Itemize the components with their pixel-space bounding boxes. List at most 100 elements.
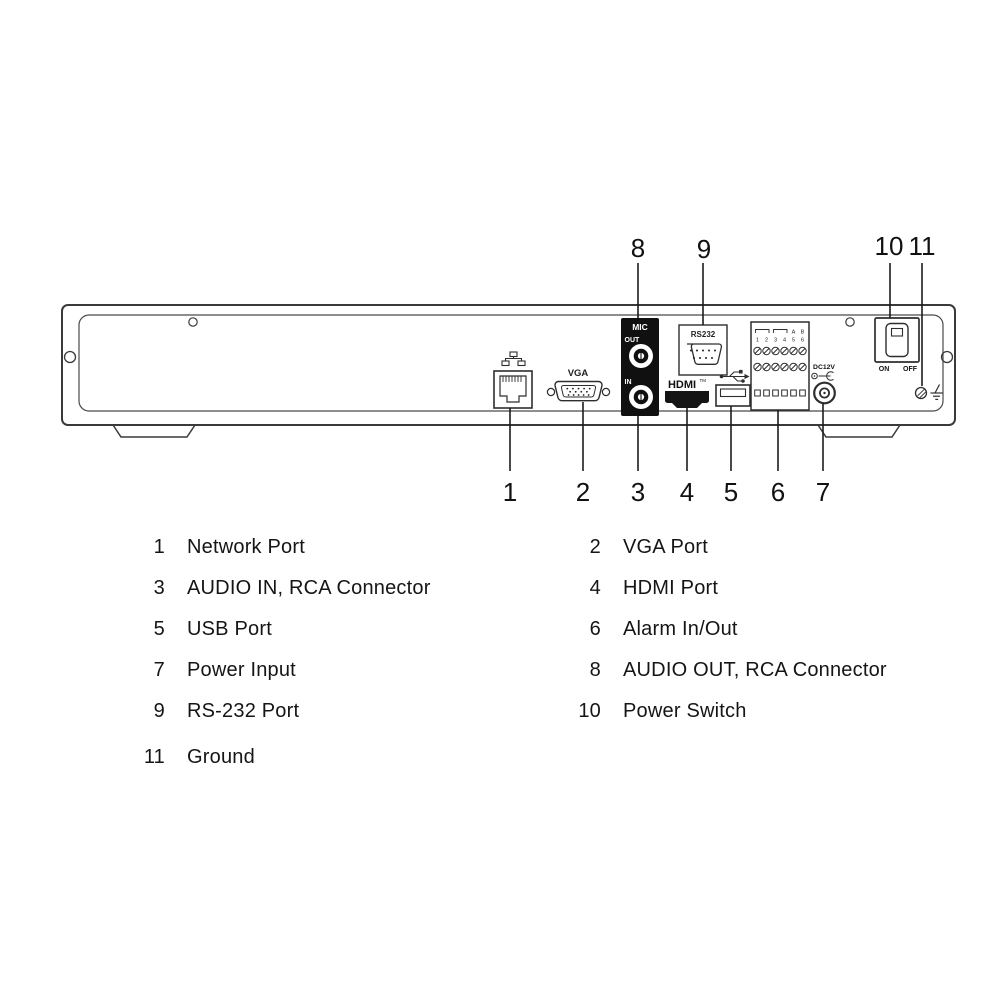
callout-number-3: 3 [631, 477, 645, 507]
callout-number-11: 11 [909, 231, 936, 261]
on-label: ON [879, 366, 890, 373]
callout-number-9: 9 [697, 234, 711, 264]
legend-item-label: RS-232 Port [187, 700, 300, 722]
legend-row: 3 AUDIO IN, RCA Connector 4 HDMI Port [125, 568, 925, 609]
switch-rocker [885, 322, 909, 358]
callout-number-10: 10 [875, 231, 904, 261]
rj45-opening [499, 375, 527, 403]
legend-item-label: AUDIO IN, RCA Connector [187, 577, 431, 599]
rs232-shell [687, 343, 723, 365]
alarm-terminal-numbers: 1 2 3 4 5 6 [756, 338, 804, 344]
usb-port [715, 369, 751, 407]
port-legend: 1 Network Port 2 VGA Port 3 AUDIO IN, RC… [125, 527, 925, 778]
hdmi-tm-label: TM [700, 378, 707, 383]
audio-out-label: OUT [625, 337, 641, 344]
vga-shell [554, 380, 603, 402]
legend-item-label: USB Port [187, 618, 272, 640]
dc-jack-inner [819, 387, 831, 399]
off-label: OFF [903, 366, 918, 373]
dc-jack-outer [813, 381, 836, 405]
alarm-screw-terminals [753, 346, 807, 372]
panel-screw-left [188, 317, 198, 327]
legend-item-label: Network Port [187, 536, 305, 558]
usb-socket [715, 384, 751, 407]
chassis-foot-left [112, 424, 196, 438]
audio-block: MIC OUT IN [621, 318, 659, 416]
legend-item-label: AUDIO OUT, RCA Connector [623, 659, 887, 681]
alarm-bracket-1 [755, 329, 770, 333]
callout-number-6: 6 [771, 477, 785, 507]
rs232-pins [690, 349, 716, 359]
legend-item-number: 9 [153, 700, 165, 722]
legend-item-number: 7 [153, 659, 165, 681]
legend-item-number: 4 [589, 577, 601, 599]
legend-item-label: Ground [187, 746, 255, 768]
alarm-wire-slots [754, 389, 806, 397]
panel-screw-right [845, 317, 855, 327]
legend-item-label: Alarm In/Out [623, 618, 738, 640]
svg-text:3: 3 [774, 338, 777, 344]
legend-row: 7 Power Input 8 AUDIO OUT, RCA Connector [125, 650, 925, 691]
callout-number-4: 4 [680, 477, 694, 507]
vga-port: VGA [546, 368, 611, 402]
legend-item-number: 2 [589, 536, 601, 558]
ethernet-icon [501, 351, 526, 367]
rs232-label: RS232 [691, 330, 716, 339]
usb-tongue [719, 388, 747, 398]
legend-item-number: 3 [153, 577, 165, 599]
legend-row: 1 Network Port 2 VGA Port [125, 527, 925, 568]
svg-text:2: 2 [765, 338, 768, 344]
callout-number-1: 1 [503, 477, 517, 507]
callout-number-2: 2 [576, 477, 590, 507]
callout-number-8: 8 [631, 233, 645, 263]
legend-item-number: 10 [578, 700, 601, 722]
vga-inner [560, 385, 597, 398]
vga-pins [566, 387, 591, 396]
rs232-port: RS232 [678, 324, 728, 376]
callout-number-5: 5 [724, 477, 738, 507]
switch-rocker-mark [890, 327, 904, 337]
mic-label: MIC [632, 322, 648, 332]
power-switch: ON OFF [874, 317, 920, 373]
legend-item-number: 11 [143, 746, 165, 768]
vga-screw-right [601, 387, 611, 397]
rear-panel-diagram: VGA MIC OUT IN RS232 [61, 231, 956, 507]
dc-jack-pin [823, 391, 826, 395]
switch-frame [874, 317, 920, 363]
legend-item-number: 1 [153, 536, 165, 558]
chassis-foot-right [817, 424, 901, 438]
dc12v-label: DC12V [813, 364, 835, 371]
vga-screw-left [546, 387, 556, 397]
hdmi-label: HDMI [668, 379, 696, 391]
svg-text:1: 1 [756, 338, 759, 344]
svg-text:5: 5 [792, 338, 795, 344]
svg-text:6: 6 [801, 338, 804, 344]
ground-screw [914, 386, 928, 400]
audio-in-label: IN [625, 379, 632, 386]
legend-item-number: 5 [153, 618, 165, 640]
hdmi-port: HDMI TM [665, 378, 709, 408]
alarm-label-b: B [801, 330, 805, 336]
ground-screw-hatch [917, 389, 926, 399]
rj45-pins [502, 376, 522, 382]
dc-plug-icon [811, 371, 834, 381]
legend-item-label: Power Switch [623, 700, 747, 722]
power-input: DC12V [811, 364, 836, 405]
callout-numbers: 8 9 10 11 1 2 3 4 5 6 7 [503, 231, 936, 507]
legend-item-number: 8 [589, 659, 601, 681]
legend-item-label: VGA Port [623, 536, 708, 558]
svg-text:4: 4 [783, 338, 786, 344]
ear-screw-left [63, 350, 77, 364]
legend-row: 9 RS-232 Port 10 Power Switch [125, 691, 925, 732]
audio-out-rca-jack [629, 344, 653, 368]
legend-item-label: HDMI Port [623, 577, 719, 599]
audio-in-rca-jack [629, 385, 653, 409]
ground-symbol-icon [930, 384, 943, 400]
legend-item-number: 6 [589, 618, 601, 640]
hdmi-connector [665, 391, 709, 408]
alarm-label-a: A [792, 330, 796, 336]
legend-row: 11 Ground [125, 737, 925, 778]
panel-face-outline [78, 314, 944, 412]
ear-screw-right [940, 350, 954, 364]
legend-row: 5 USB Port 6 Alarm In/Out [125, 609, 925, 650]
